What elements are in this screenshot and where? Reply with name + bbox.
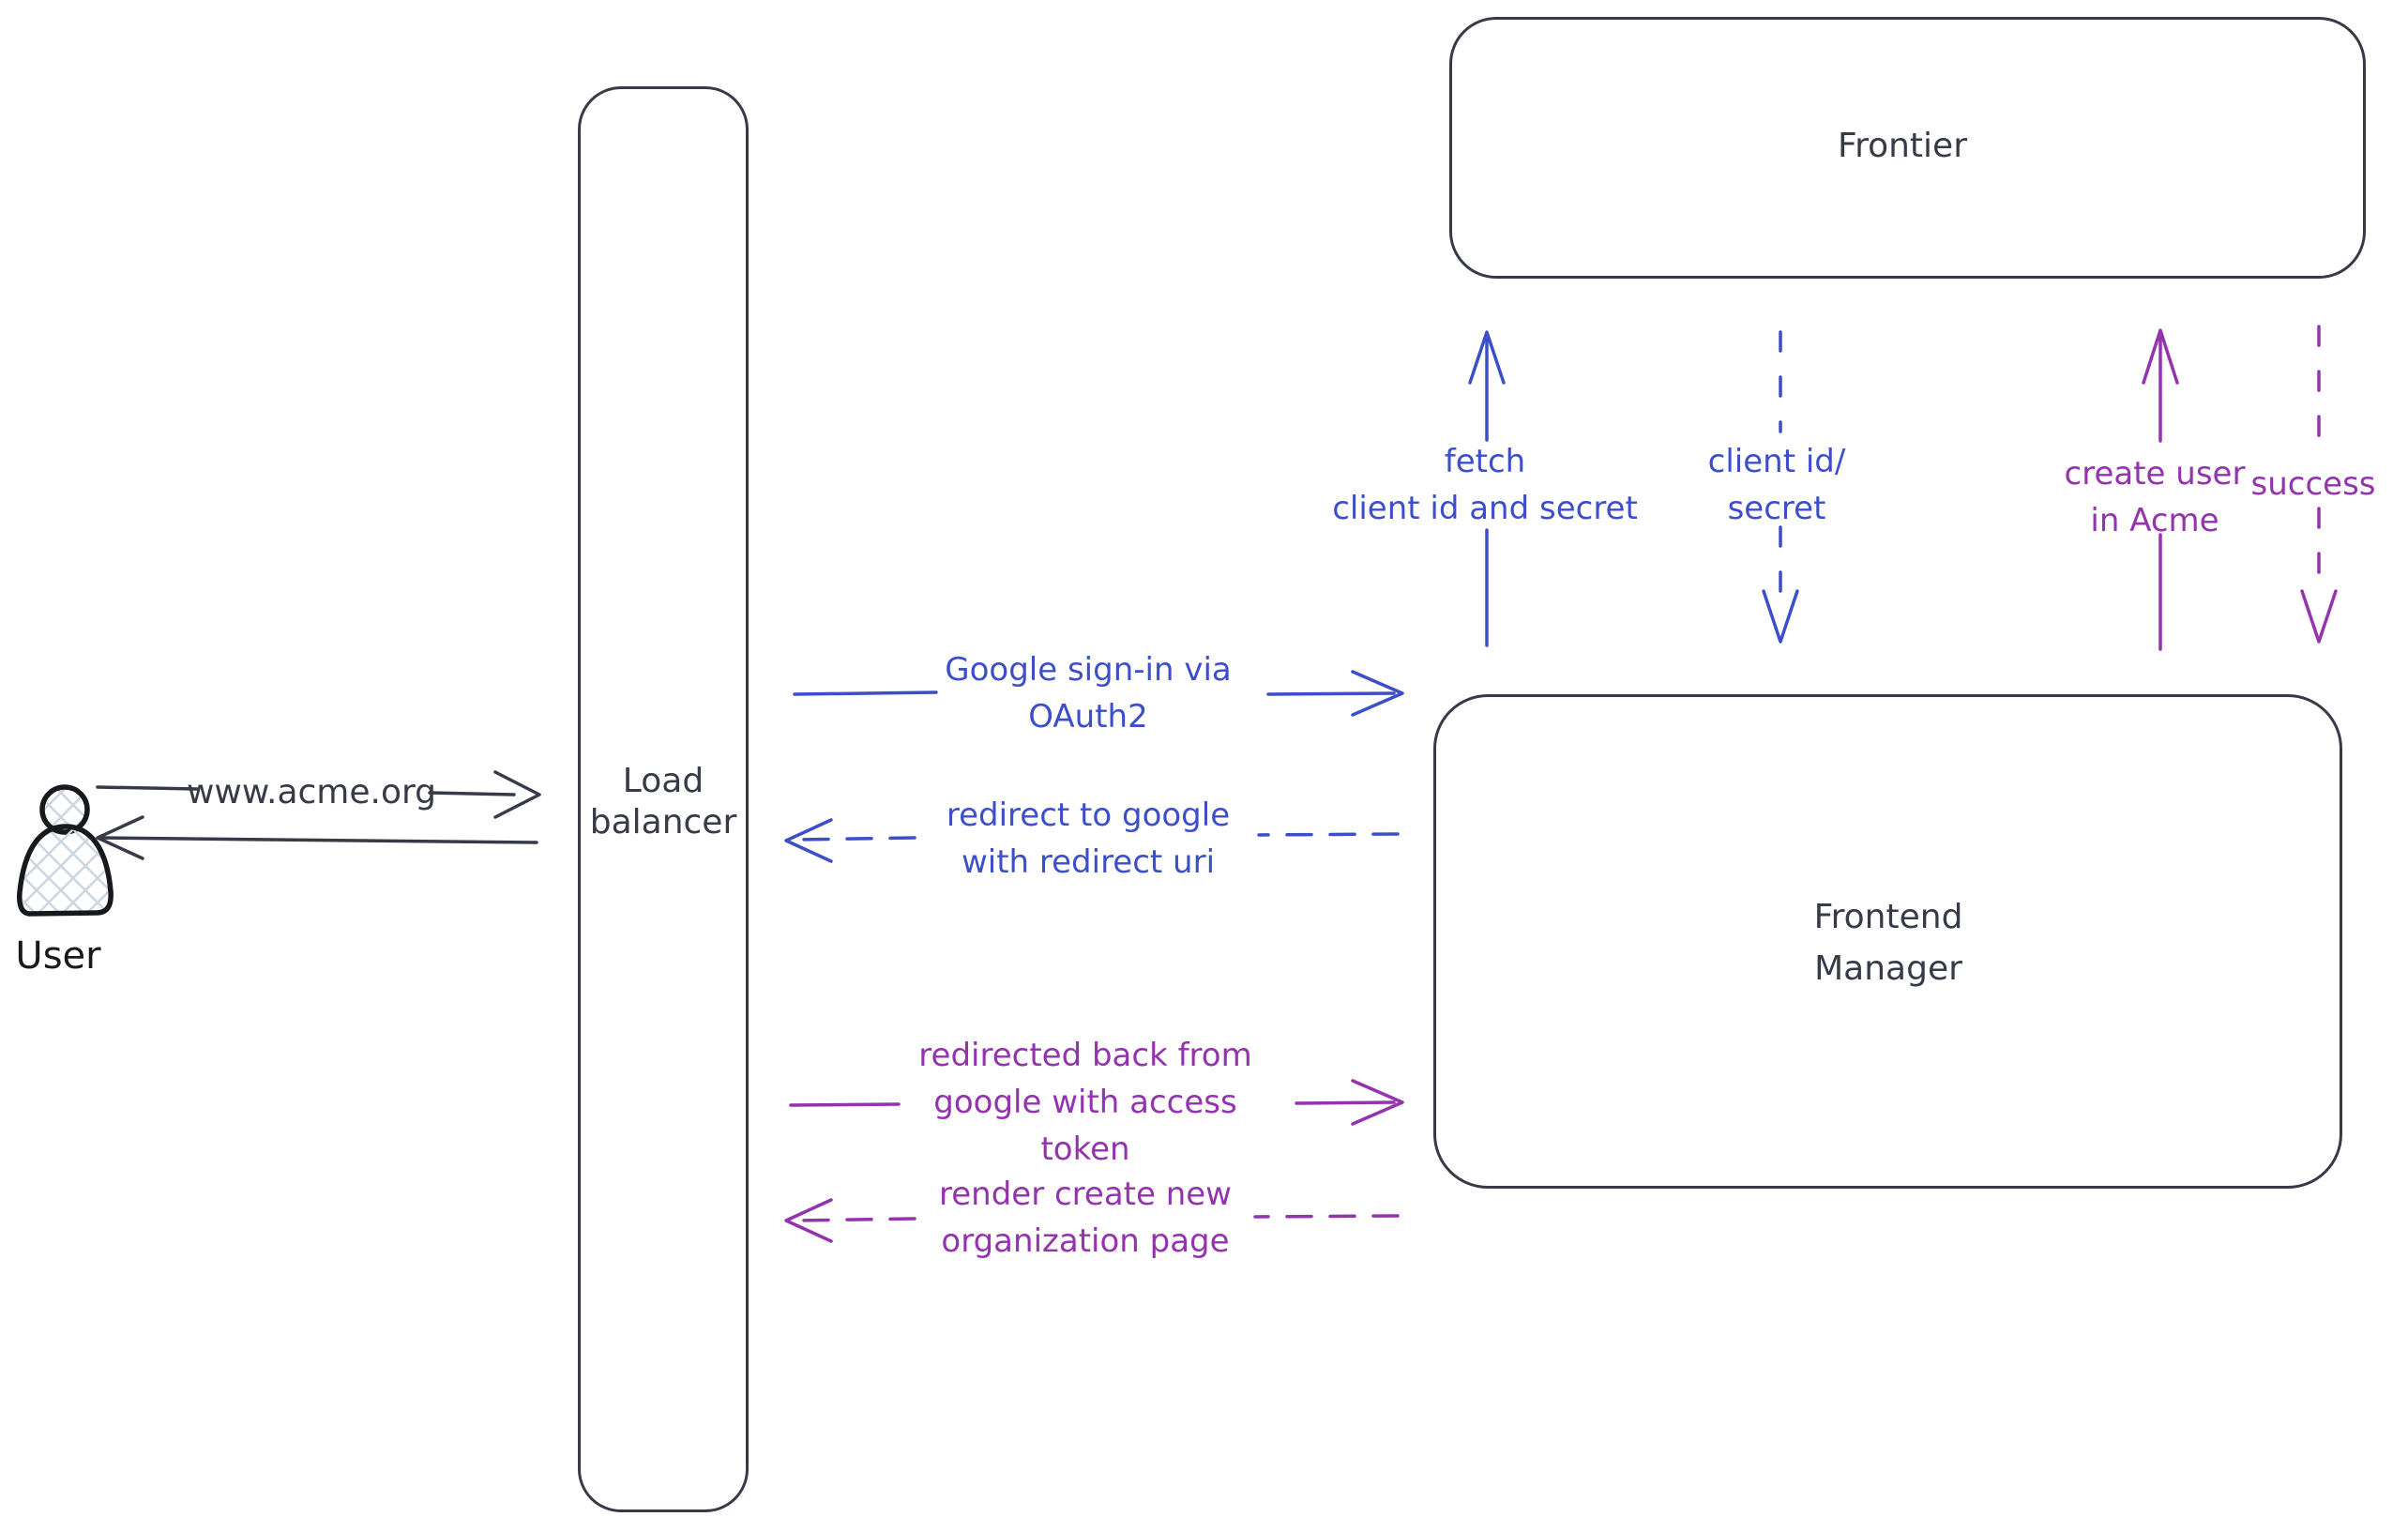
arrow-lb-response — [98, 836, 538, 844]
user-figure — [17, 784, 114, 917]
arrow-redirect-google-head — [784, 818, 833, 863]
arrows-dark — [96, 770, 541, 860]
arrow-google-signin-head — [1351, 670, 1404, 717]
arrow-www-acme — [96, 785, 516, 796]
arrow-render-org-page — [795, 1214, 1400, 1222]
node-load-balancer — [578, 86, 749, 1512]
arrow-label-client-id-secret: client id/ secret — [1707, 443, 1846, 527]
arrow-fetch-client-head — [1468, 330, 1506, 385]
arrow-label-render-org-page: render create new organization page — [939, 1176, 1232, 1260]
frontier-label: Frontier — [1837, 127, 1968, 165]
arrow-success-head — [2300, 589, 2338, 644]
arrows-purple — [784, 325, 2338, 1243]
arrow-label-www-acme: www.acme.org — [186, 773, 437, 812]
user-body — [17, 824, 114, 917]
arrow-label-google-signin: Google sign-in via OAuth2 — [945, 651, 1232, 736]
node-frontend-manager — [1433, 694, 2342, 1189]
arrow-render-org-page-head — [784, 1198, 833, 1243]
user-label: User — [15, 934, 101, 978]
arrow-label-success: success — [2250, 465, 2376, 503]
arrow-create-user-head — [2142, 328, 2179, 385]
arrow-redirected-back-head — [1351, 1079, 1404, 1126]
load-balancer-label: Load balancer — [589, 762, 737, 842]
arrow-lb-response-head — [96, 815, 144, 860]
arrow-www-acme-head — [493, 770, 541, 819]
arrow-redirected-back — [789, 1100, 1396, 1107]
arrow-label-redirect-google: redirect to google with redirect uri — [946, 796, 1231, 881]
arrow-label-create-user: create user in Acme — [2064, 455, 2246, 539]
frontend-manager-label: Frontend Manager — [1813, 898, 1963, 988]
node-frontier — [1449, 17, 2366, 279]
arrow-redirect-google — [795, 832, 1400, 842]
arrow-label-redirected-back: redirected back from google with access … — [918, 1037, 1252, 1168]
arrows-blue — [784, 330, 1799, 863]
arrow-client-id-secret-head — [1762, 589, 1799, 644]
arrow-google-signin — [793, 690, 1396, 696]
arrow-label-fetch-client: fetch client id and secret — [1332, 443, 1638, 527]
